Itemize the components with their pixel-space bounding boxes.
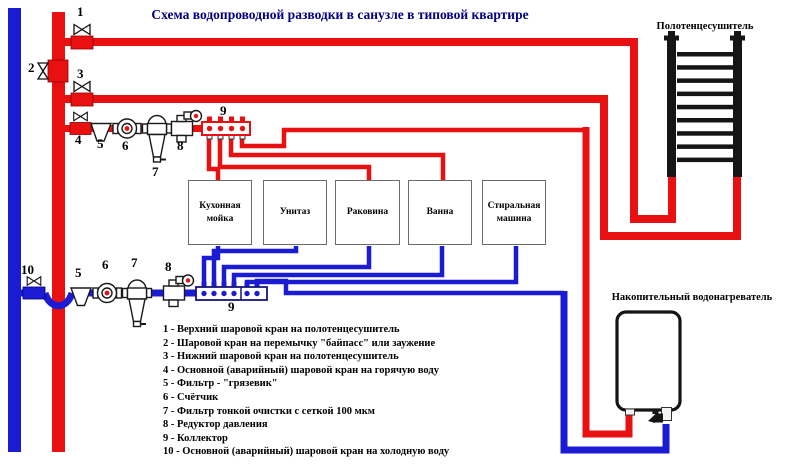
fixture-box-kitchen-sink: Кухонная мойка: [188, 180, 252, 245]
cold-water-meter: [92, 282, 123, 304]
legend-item-9: 9 - Коллектор: [163, 432, 228, 444]
marker-5-cold: 5: [75, 265, 82, 280]
legend-item-5: 5 - Фильтр - "грязевик": [163, 378, 278, 390]
legend: 1 - Верхний шаровой кран на полотенцесуш…: [163, 323, 583, 459]
hot-pressure-reducer: [170, 109, 203, 143]
cold-fine-filter: [121, 279, 153, 328]
marker-5-hot: 5: [97, 136, 104, 151]
legend-item-8: 8 - Редуктор давления: [163, 419, 268, 431]
fixture-box-bath: Ванна: [408, 180, 472, 245]
valve-10-cold-main: [22, 276, 46, 300]
fixture-box-washbasin: Раковина: [335, 180, 400, 245]
legend-item-1: 1 - Верхний шаровой кран на полотенцесуш…: [163, 324, 400, 335]
marker-9-hot: 9: [220, 103, 227, 118]
marker-8-hot: 8: [177, 138, 184, 153]
cold-collector: [195, 281, 268, 301]
cold-pressure-reducer: [162, 274, 195, 308]
legend-item-7: 7 - Фильтр тонкой очистки с сеткой 100 м…: [163, 405, 375, 417]
cold-water-riser: [8, 8, 21, 452]
fixture-box-washing-machine: Стиральная машина: [482, 180, 546, 245]
legend-item-3: 3 - Нижний шаровой кран на полотенцесуши…: [163, 351, 399, 363]
marker-7-hot: 7: [152, 164, 159, 179]
legend-item-10: 10 - Основной (аварийный) шаровой кран н…: [163, 446, 450, 458]
page-title: Схема водопроводной разводки в санузле в…: [151, 7, 529, 22]
hot-water-riser: [52, 12, 65, 452]
legend-item-4: 4 - Основной (аварийный) шаровой кран на…: [163, 364, 439, 376]
valve-2-bypass: [37, 59, 69, 83]
heater-safety-valve-icon: [648, 410, 663, 423]
marker-7-cold: 7: [131, 255, 138, 270]
marker-3: 3: [77, 66, 84, 81]
legend-item-2: 2 - Шаровой кран на перемычку "байпасс" …: [163, 337, 436, 349]
marker-10: 10: [21, 262, 34, 277]
hot-collector: [201, 116, 251, 140]
marker-6-hot: 6: [122, 138, 129, 153]
cold-strainer-filter: [69, 287, 93, 307]
valve-1-top-towel: [70, 23, 94, 50]
hot-water-meter: [112, 118, 142, 139]
hot-fine-filter: [141, 114, 173, 163]
hot-strainer-filter: [90, 122, 113, 142]
fixture-box-toilet: Унитаз: [263, 180, 327, 245]
valve-3-bottom-towel: [70, 80, 94, 107]
marker-1: 1: [77, 4, 84, 19]
towel-dryer: [664, 31, 745, 177]
marker-2: 2: [28, 60, 35, 75]
marker-8-cold: 8: [165, 259, 172, 274]
marker-6-cold: 6: [102, 257, 109, 272]
legend-item-6: 6 - Счётчик: [163, 391, 219, 403]
water-heater-label: Накопительный водонагреватель: [611, 292, 773, 303]
marker-4: 4: [75, 132, 82, 147]
marker-9-cold: 9: [228, 299, 235, 314]
water-heater: [615, 310, 682, 423]
valve-4-hot-main: [69, 111, 92, 135]
towel-dryer-label: Полотенцесушитель: [656, 21, 754, 32]
